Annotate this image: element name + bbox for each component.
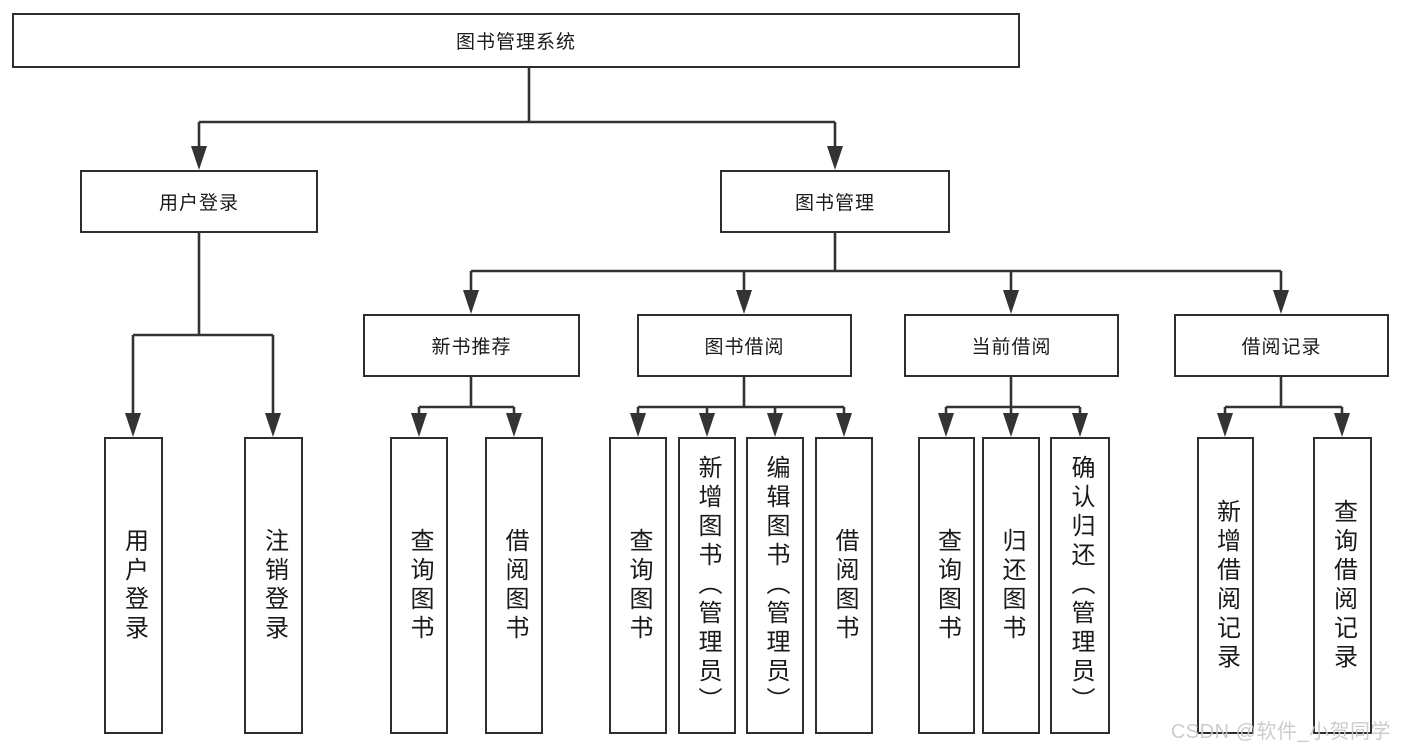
node-current-borrowing: 当前借阅 xyxy=(904,314,1119,377)
leaf-logout: 注销登录 xyxy=(244,437,303,734)
node-root-system: 图书管理系统 xyxy=(12,13,1020,68)
leaf-confirm-return-admin: 确认归还（管理员） xyxy=(1050,437,1110,734)
arrowhead-icon xyxy=(125,413,141,437)
arrowhead-icon xyxy=(1334,413,1350,437)
arrowhead-icon xyxy=(1273,290,1289,314)
connector-borrow-records xyxy=(1223,377,1344,419)
leaf-return-books: 归还图书 xyxy=(982,437,1040,734)
leaf-borrow-books-2: 借阅图书 xyxy=(815,437,873,734)
leaf-add-books-admin: 新增图书（管理员） xyxy=(678,437,736,734)
connector-book-borrow xyxy=(636,377,846,419)
arrowhead-icon xyxy=(699,413,715,437)
csdn-watermark: CSDN @软件_小贺同学 xyxy=(1170,721,1391,743)
arrowhead-icon xyxy=(191,146,207,170)
arrowhead-icon xyxy=(630,413,646,437)
connector-user-login xyxy=(131,233,275,419)
arrowhead-icon xyxy=(827,146,843,170)
arrowhead-icon xyxy=(1217,413,1233,437)
arrowhead-icon xyxy=(1003,413,1019,437)
arrowhead-icon xyxy=(506,413,522,437)
leaf-borrow-books-1: 借阅图书 xyxy=(485,437,543,734)
node-user-login: 用户登录 xyxy=(80,170,318,233)
arrowhead-icon xyxy=(463,290,479,314)
connector-new-book xyxy=(417,377,516,419)
node-new-book-recommendation: 新书推荐 xyxy=(363,314,580,377)
connector-book-mgmt xyxy=(469,233,1283,296)
arrowhead-icon xyxy=(411,413,427,437)
node-book-management: 图书管理 xyxy=(720,170,950,233)
leaf-edit-books-admin: 编辑图书（管理员） xyxy=(746,437,804,734)
arrowhead-icon xyxy=(836,413,852,437)
leaf-user-login: 用户登录 xyxy=(104,437,163,734)
arrowhead-icon xyxy=(1003,290,1019,314)
leaf-add-borrow-record: 新增借阅记录 xyxy=(1197,437,1254,734)
arrowhead-icon xyxy=(1072,413,1088,437)
node-borrowing-records: 借阅记录 xyxy=(1174,314,1389,377)
arrowhead-icon xyxy=(736,290,752,314)
connector-root xyxy=(197,68,837,150)
leaf-query-books-3: 查询图书 xyxy=(918,437,975,734)
leaf-query-borrow-record: 查询借阅记录 xyxy=(1313,437,1372,734)
connector-current-borrow xyxy=(944,377,1082,419)
leaf-query-books-2: 查询图书 xyxy=(609,437,667,734)
arrowhead-icon xyxy=(265,413,281,437)
arrowhead-icon xyxy=(938,413,954,437)
arrowhead-icon xyxy=(767,413,783,437)
leaf-query-books-1: 查询图书 xyxy=(390,437,448,734)
node-book-borrowing: 图书借阅 xyxy=(637,314,852,377)
